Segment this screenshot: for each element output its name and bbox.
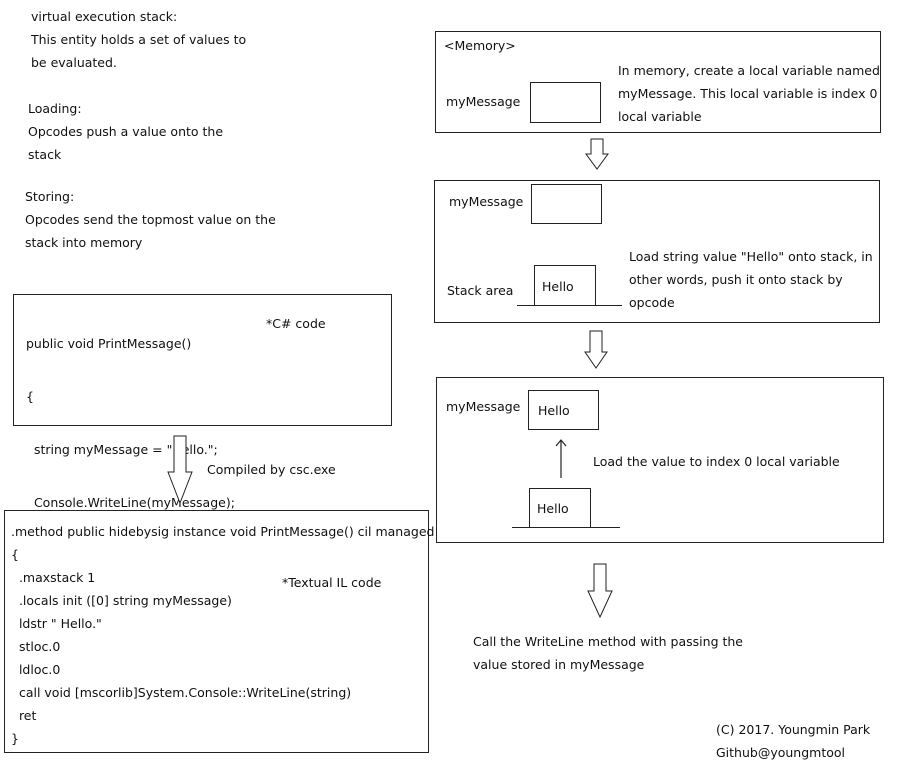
down-arrow-icon bbox=[584, 330, 608, 369]
ves-title: virtual execution stack: bbox=[31, 9, 178, 24]
copyright-text: (C) 2017. Youngmin Park bbox=[716, 722, 871, 737]
il-line: ldstr " Hello." bbox=[11, 616, 102, 631]
il-line: call void [mscorlib]System.Console::Writ… bbox=[11, 685, 352, 700]
il-line: } bbox=[11, 731, 19, 746]
stack-baseline bbox=[517, 305, 622, 306]
loading-title: Loading: bbox=[28, 101, 82, 116]
local-var-label: myMessage bbox=[449, 194, 524, 209]
push-desc-line-2: other words, push it onto stack by bbox=[629, 272, 843, 287]
memory-desc-line-3: local variable bbox=[618, 109, 702, 124]
local-var-label: myMessage bbox=[446, 94, 521, 109]
push-desc-line-1: Load string value "Hello" onto stack, in bbox=[629, 249, 873, 264]
down-arrow-icon bbox=[585, 138, 609, 170]
il-code: .method public hidebysig instance void P… bbox=[11, 520, 434, 750]
storing-line-2: stack into memory bbox=[25, 235, 143, 250]
store-desc: Load the value to index 0 local variable bbox=[593, 454, 840, 469]
push-step-box: myMessage Stack area Hello Load string v… bbox=[434, 180, 880, 323]
local-var-slot bbox=[530, 82, 601, 123]
stack-item: Hello bbox=[534, 265, 596, 306]
memory-desc-line-2: myMessage. This local variable is index … bbox=[618, 86, 878, 101]
storing-line-1: Opcodes send the topmost value on the bbox=[25, 212, 276, 227]
compile-label: Compiled by csc.exe bbox=[207, 462, 336, 477]
github-handle: Github@youngmtool bbox=[716, 745, 846, 760]
il-line: .maxstack 1 bbox=[11, 570, 96, 585]
local-var-slot bbox=[531, 184, 602, 224]
csharp-line: { bbox=[26, 389, 34, 404]
il-line: ret bbox=[11, 708, 37, 723]
csharp-line: Console.WriteLine(myMessage); bbox=[26, 495, 235, 510]
il-tag: *Textual IL code bbox=[282, 575, 382, 590]
memory-title: <Memory> bbox=[444, 38, 516, 53]
down-arrow-icon bbox=[587, 563, 613, 619]
stack-baseline bbox=[512, 527, 620, 528]
local-var-value: Hello bbox=[538, 403, 570, 418]
local-var-label: myMessage bbox=[446, 399, 521, 414]
stack-item-value: Hello bbox=[537, 501, 569, 516]
ves-line-1: This entity holds a set of values to bbox=[31, 32, 247, 47]
down-arrow-icon bbox=[167, 435, 193, 505]
csharp-code-box: public void PrintMessage() { string myMe… bbox=[13, 294, 392, 563]
stack-area-label: Stack area bbox=[447, 283, 514, 298]
up-arrow-icon bbox=[555, 439, 567, 478]
csharp-tag: *C# code bbox=[266, 316, 326, 331]
csharp-line: public void PrintMessage() bbox=[26, 336, 192, 351]
final-note-line-2: value stored in myMessage bbox=[473, 657, 645, 672]
memory-step-box: <Memory> myMessage In memory, create a l… bbox=[435, 31, 881, 133]
ves-line-2: be evaluated. bbox=[31, 55, 117, 70]
il-code-box: .method public hidebysig instance void P… bbox=[4, 510, 434, 753]
il-line: .method public hidebysig instance void P… bbox=[11, 524, 435, 539]
store-step-box: myMessage Hello Load the value to index … bbox=[436, 377, 884, 543]
final-note-line-1: Call the WriteLine method with passing t… bbox=[473, 634, 743, 649]
il-line: { bbox=[11, 547, 19, 562]
loading-line-1: Opcodes push a value onto the bbox=[28, 124, 224, 139]
push-desc-line-3: opcode bbox=[629, 295, 675, 310]
stack-item: Hello bbox=[529, 488, 591, 528]
loading-line-2: stack bbox=[28, 147, 62, 162]
memory-desc-line-1: In memory, create a local variable named bbox=[618, 63, 880, 78]
il-line: ldloc.0 bbox=[11, 662, 61, 677]
csharp-line: string myMessage = "Hello."; bbox=[26, 442, 218, 457]
il-line: stloc.0 bbox=[11, 639, 61, 654]
local-var-slot: Hello bbox=[528, 390, 599, 430]
il-line: .locals init ([0] string myMessage) bbox=[11, 593, 232, 608]
storing-title: Storing: bbox=[25, 189, 75, 204]
stack-item-value: Hello bbox=[542, 279, 574, 294]
